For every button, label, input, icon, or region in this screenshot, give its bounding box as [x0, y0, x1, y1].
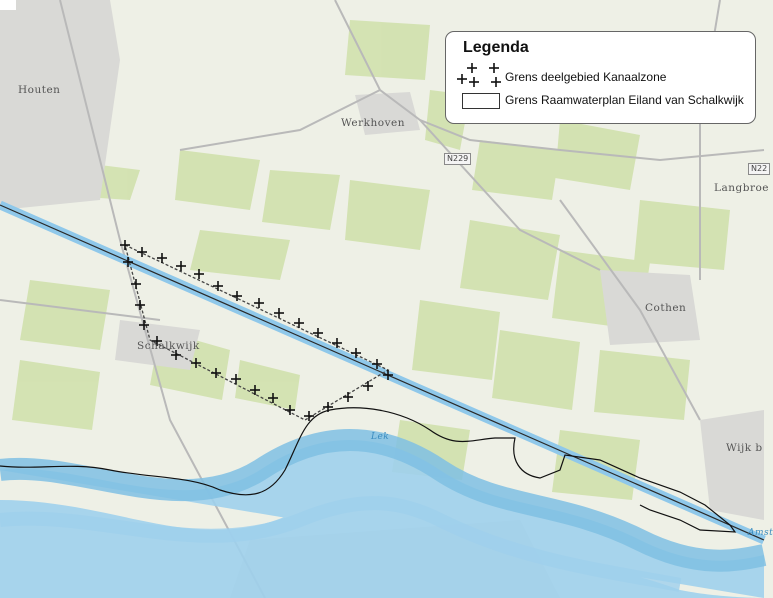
legend-swatch-raamwaterplan — [462, 93, 500, 109]
place-cothen: Cothen — [645, 302, 687, 314]
legend-title: Legenda — [463, 39, 529, 56]
place-langbroek: Langbroe — [714, 182, 769, 194]
river-label-lek: Lek — [371, 432, 390, 442]
legend-label-raamwaterplan: Grens Raamwaterplan Eiland van Schalkwij… — [505, 93, 744, 107]
road-shield-n229: N229 — [444, 153, 472, 165]
canal-label: Amst — [748, 528, 773, 538]
cross-symbol-icon — [457, 63, 501, 87]
place-schalkwijk: Schalkwijk — [137, 340, 200, 352]
place-werkhoven: Werkhoven — [341, 117, 406, 129]
place-houten: Houten — [18, 84, 61, 96]
road-shield-n229-edge: N22 — [748, 163, 771, 175]
place-wijk: Wijk b — [726, 442, 763, 454]
kanaalzone-crosses — [120, 240, 393, 421]
boundary-kanaalzone — [124, 243, 390, 421]
legend: Legenda Grens deelgebied Kanaalzone Gren… — [445, 31, 756, 124]
boundary-raamwaterplan — [0, 407, 737, 533]
legend-label-kanaalzone: Grens deelgebied Kanaalzone — [505, 70, 667, 84]
